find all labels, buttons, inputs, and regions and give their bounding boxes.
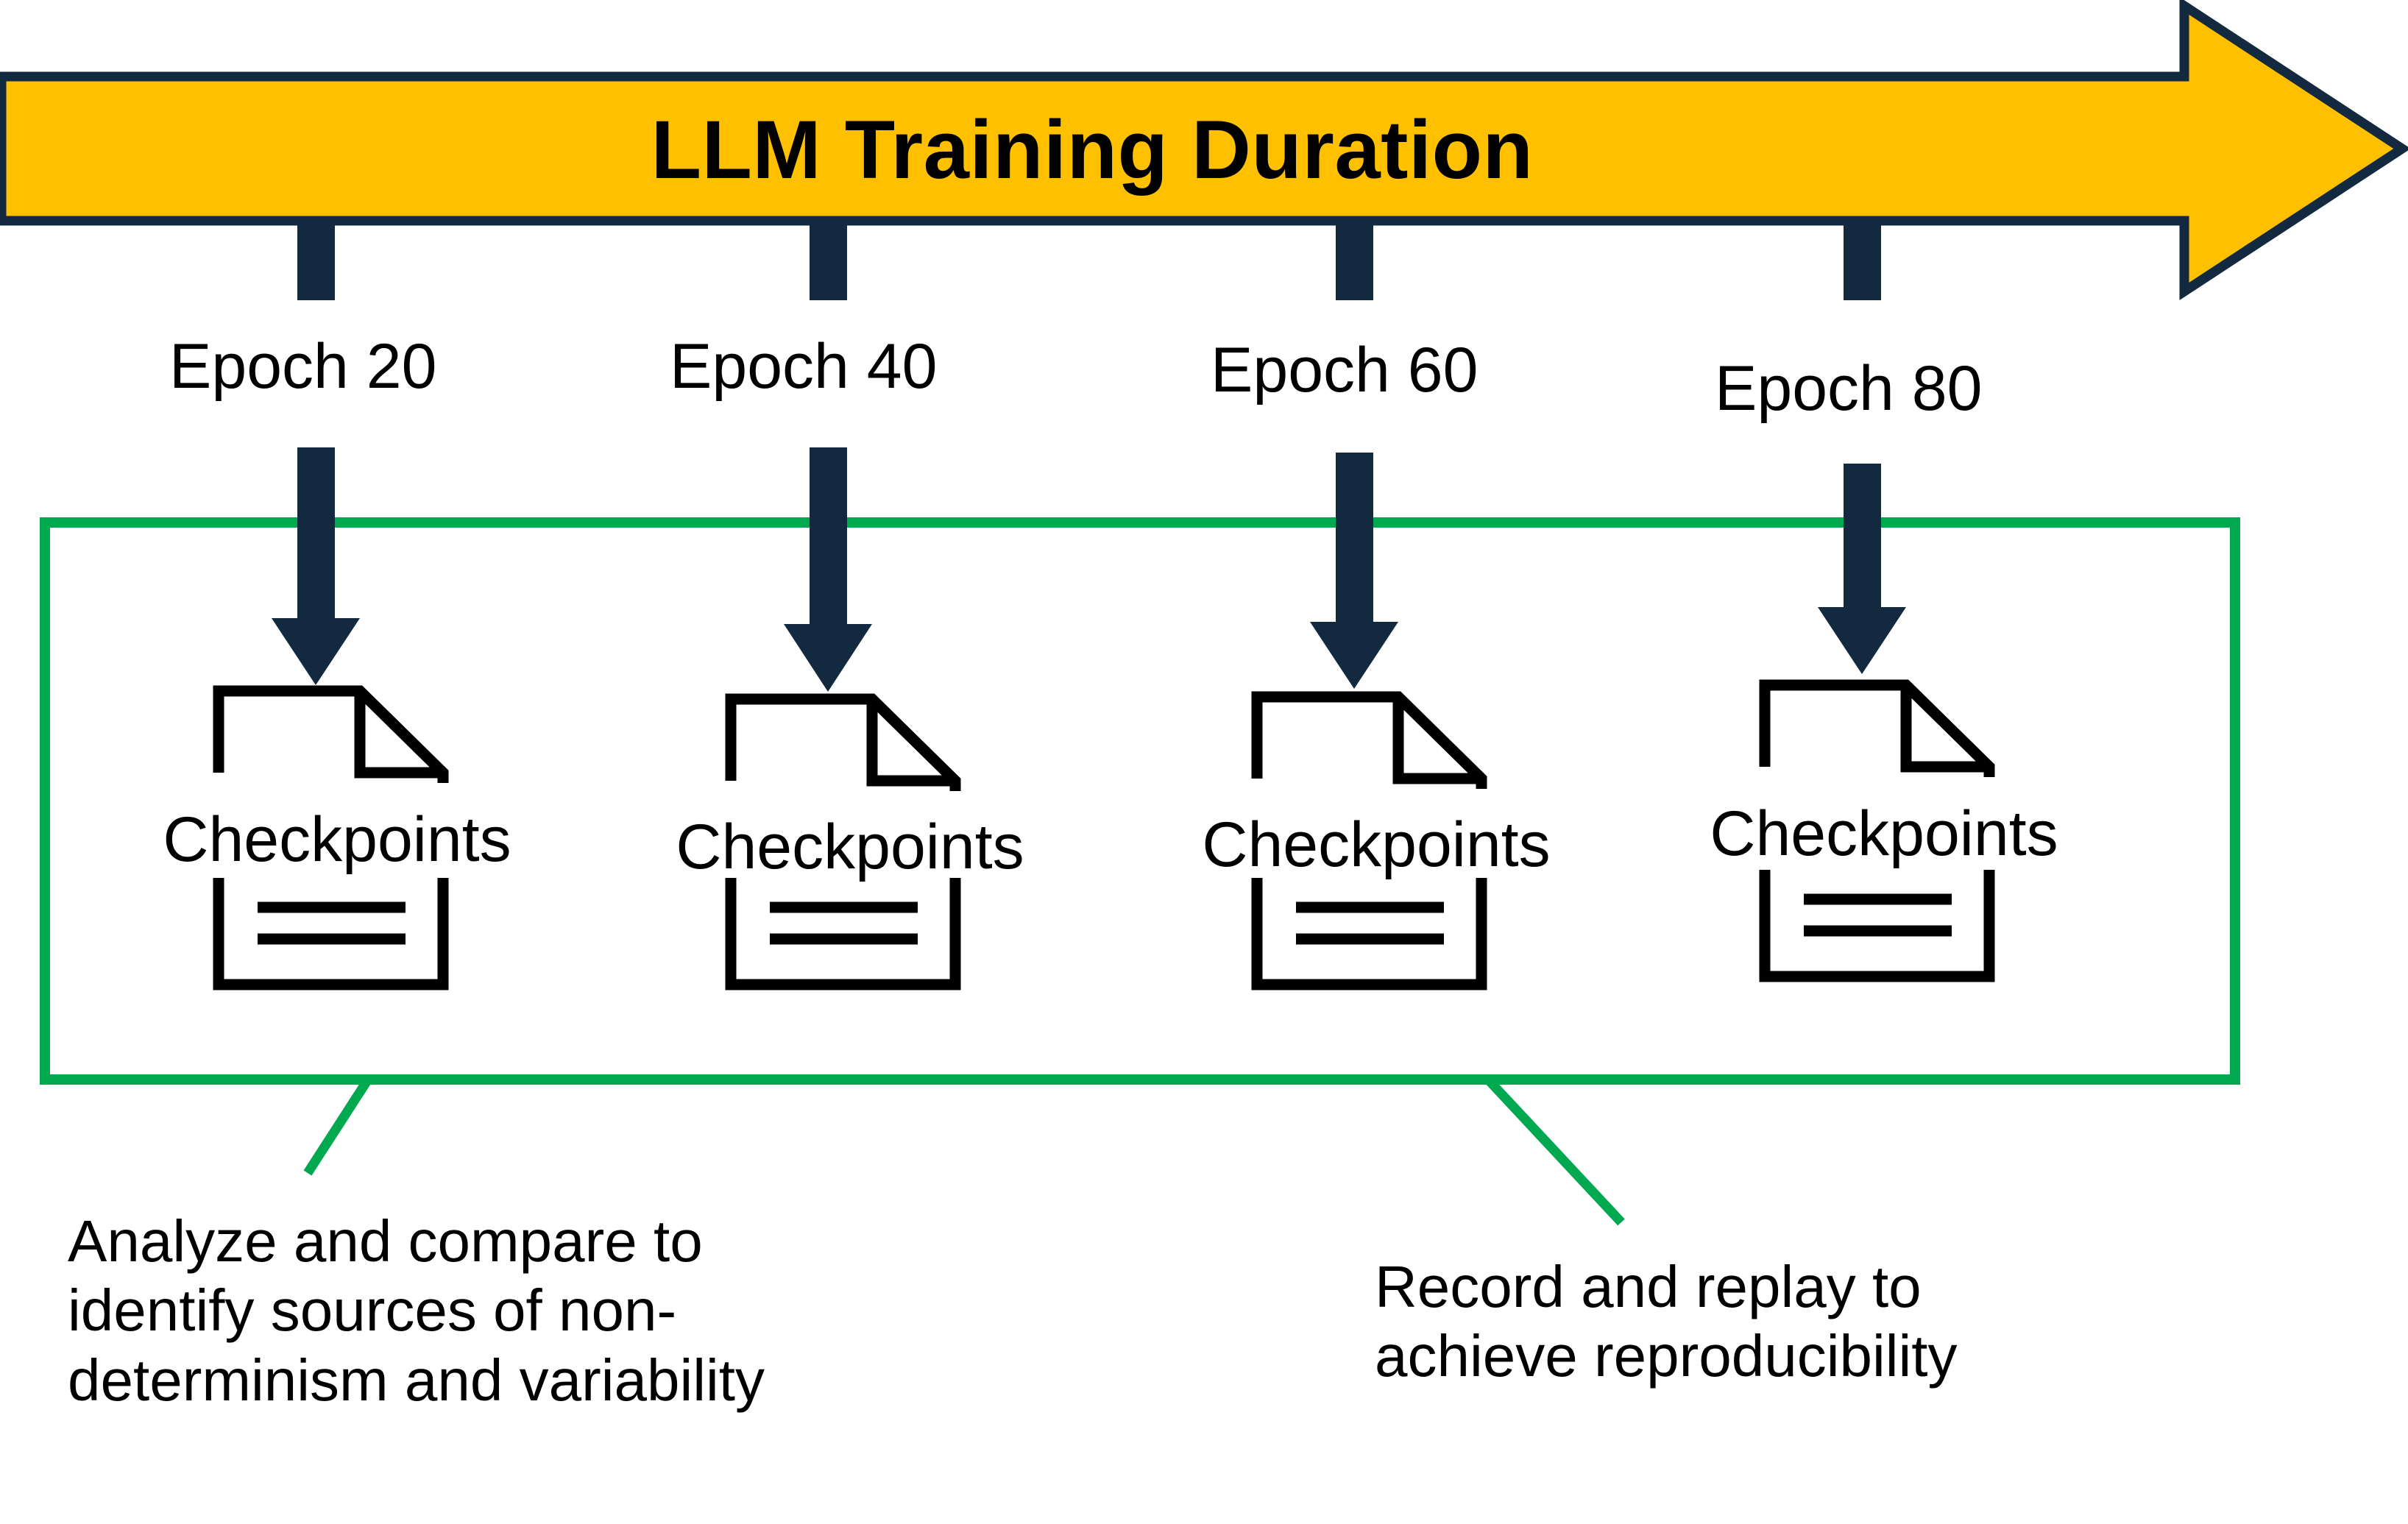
page-title: LLM Training Duration — [651, 103, 1534, 196]
down-arrow-4 — [1818, 464, 1906, 674]
down-arrow-1 — [272, 447, 360, 685]
tick-stem-4 — [1844, 221, 1881, 300]
doc-fold-2 — [866, 699, 955, 787]
down-arrow-2 — [784, 447, 872, 692]
checkpoint-label-4: Checkpoints — [1710, 798, 2058, 869]
milestone-connector-3 — [1310, 221, 1398, 689]
doc-fold-4 — [1900, 685, 1989, 773]
tick-stem-3 — [1336, 221, 1373, 300]
checkpoint-label-1: Checkpoints — [163, 804, 511, 875]
doc-fold-3 — [1392, 697, 1481, 784]
doc-outline-bottom-2 — [725, 878, 961, 990]
epoch-label-4: Epoch 80 — [1715, 353, 1983, 424]
tick-stem-1 — [297, 221, 335, 300]
callout-right-line-1: Record and replay to — [1375, 1254, 1922, 1319]
doc-fold-1 — [354, 691, 443, 779]
callout-leader-line-left — [303, 1077, 372, 1176]
training-duration-arrow-shape — [0, 0, 2408, 301]
doc-outline-bottom-3 — [1251, 878, 1487, 990]
callout-text-left: Analyze and compare to identify sources … — [68, 1207, 1098, 1415]
doc-outline-bottom-1 — [213, 878, 449, 990]
epoch-label-2: Epoch 40 — [670, 331, 938, 402]
callout-left-line-2: identify sources of non- — [68, 1277, 677, 1344]
down-arrow-3 — [1310, 453, 1398, 689]
checkpoints-group-box — [40, 517, 2240, 1085]
callout-text-right: Record and replay to achieve reproducibi… — [1375, 1252, 2331, 1392]
tick-stem-2 — [810, 221, 847, 300]
callout-right-line-2: achieve reproducibility — [1375, 1323, 1958, 1389]
doc-outline-bottom-4 — [1759, 870, 1995, 982]
document-icon-2 — [725, 693, 961, 990]
milestone-connector-1 — [272, 221, 360, 685]
checkpoint-label-2: Checkpoints — [676, 812, 1024, 882]
document-icon-1 — [213, 685, 449, 990]
callout-left-line-1: Analyze and compare to — [68, 1208, 703, 1274]
epoch-label-1: Epoch 20 — [169, 331, 437, 402]
milestone-connector-4 — [1818, 221, 1906, 674]
document-icon-3 — [1251, 691, 1487, 990]
milestone-connector-2 — [784, 221, 872, 692]
callout-left-line-3: determinism and variability — [68, 1347, 765, 1413]
callout-leader-line-right — [1484, 1076, 1625, 1226]
epoch-label-3: Epoch 60 — [1211, 335, 1479, 405]
document-icon-4 — [1759, 679, 1995, 982]
checkpoint-label-3: Checkpoints — [1202, 809, 1551, 880]
